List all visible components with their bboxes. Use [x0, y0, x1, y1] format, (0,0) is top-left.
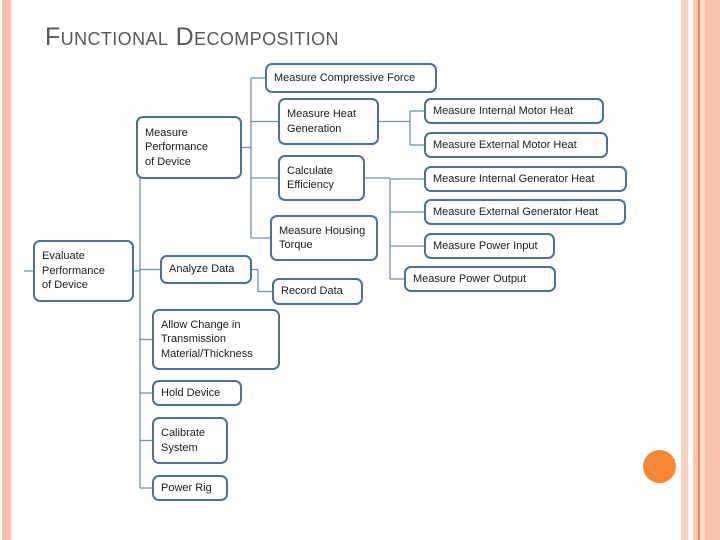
node-measure-performance-of-device[interactable]: Measure Performance of Device — [136, 116, 242, 179]
decor-stripe-left — [2, 0, 11, 540]
node-measure-housing-torque[interactable]: Measure Housing Torque — [270, 215, 378, 261]
node-calibrate-system[interactable]: Calibrate System — [152, 417, 228, 464]
node-measure-power-input[interactable]: Measure Power Input — [424, 233, 555, 259]
node-measure-power-output[interactable]: Measure Power Output — [404, 266, 556, 292]
node-measure-internal-generator-heat[interactable]: Measure Internal Generator Heat — [424, 166, 627, 192]
node-measure-heat-generation[interactable]: Measure Heat Generation — [278, 98, 379, 145]
decor-stripe-right-4 — [700, 0, 705, 540]
node-measure-external-motor-heat[interactable]: Measure External Motor Heat — [424, 132, 608, 158]
node-measure-internal-motor-heat[interactable]: Measure Internal Motor Heat — [424, 98, 604, 124]
node-analyze-data[interactable]: Analyze Data — [160, 255, 252, 284]
decor-stripe-right-3 — [698, 0, 700, 540]
decor-stripe-right-1 — [681, 0, 688, 540]
node-record-data[interactable]: Record Data — [272, 278, 363, 305]
node-measure-compressive-force[interactable]: Measure Compressive Force — [265, 63, 437, 93]
node-allow-change-in-transmission[interactable]: Allow Change in Transmission Material/Th… — [152, 309, 280, 370]
node-power-rig[interactable]: Power Rig — [152, 475, 228, 501]
decor-circle-icon — [643, 450, 676, 483]
node-evaluate-performance-of-device[interactable]: Evaluate Performance of Device — [33, 240, 134, 302]
page-title: Functional Decomposition — [45, 23, 339, 51]
decor-stripe-right-5 — [705, 0, 720, 540]
decor-stripe-right-2 — [693, 0, 698, 540]
node-hold-device[interactable]: Hold Device — [152, 380, 242, 406]
node-calculate-efficiency[interactable]: Calculate Efficiency — [278, 155, 365, 201]
node-measure-external-generator-heat[interactable]: Measure External Generator Heat — [424, 199, 626, 225]
